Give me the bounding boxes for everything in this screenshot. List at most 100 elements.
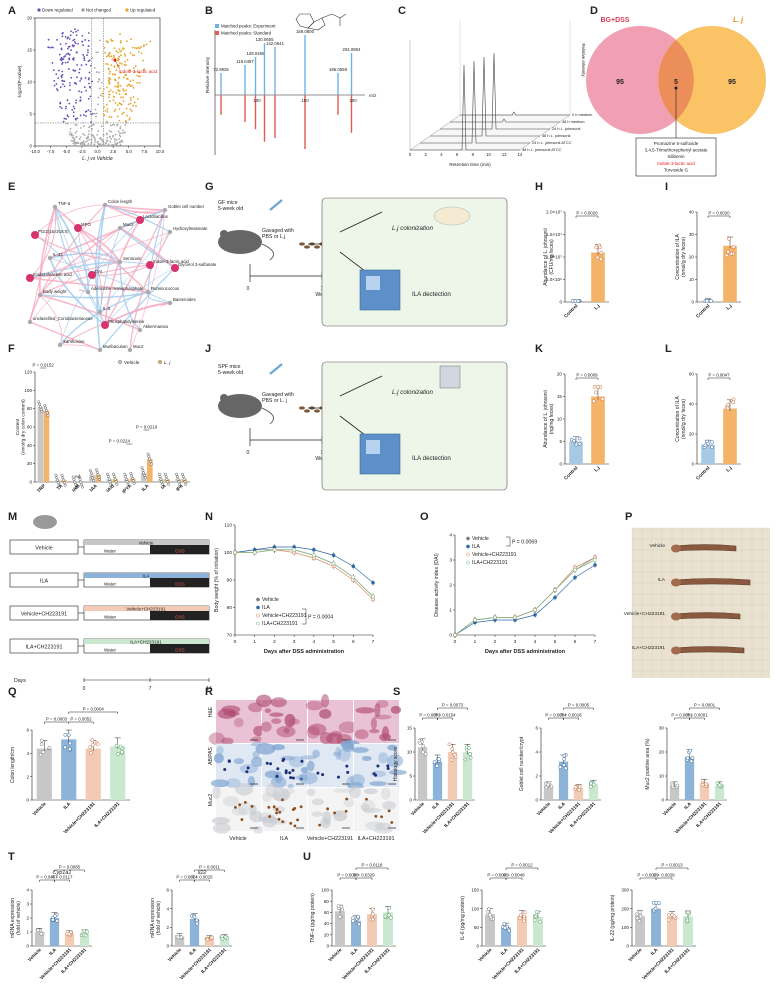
data-point — [592, 384, 597, 389]
chromatogram-trace — [420, 60, 530, 144]
data-point — [116, 86, 118, 88]
network-edge — [54, 206, 149, 293]
data-point — [143, 473, 146, 477]
data-point — [87, 136, 90, 138]
data-point — [72, 134, 75, 137]
data-point — [39, 407, 43, 411]
mouse-ear — [220, 394, 228, 402]
x-tick-label: TA — [56, 483, 65, 492]
data-point — [59, 105, 61, 108]
chromatogram-trace — [460, 111, 570, 116]
y-axis-title: -log10(P-value) — [17, 65, 23, 98]
data-point — [124, 60, 127, 63]
node-label: Colon length — [108, 199, 133, 204]
data-point — [219, 934, 224, 939]
data-point — [118, 137, 121, 140]
data-point — [507, 928, 511, 933]
y-tick-label: 20 — [27, 461, 33, 466]
data-point — [113, 140, 116, 143]
data-point — [71, 109, 74, 111]
days-tick-label: 7 — [149, 686, 152, 692]
trace-label: 0 h medium — [572, 112, 592, 117]
y-tick-label: 20 — [689, 432, 695, 437]
y-tick-label: 4 — [26, 888, 29, 893]
legend-dot — [118, 360, 122, 364]
chart-title: Cyp1a1 — [53, 870, 72, 876]
y-tick-label: 100 — [471, 906, 479, 911]
treatment-bar — [84, 573, 209, 578]
goblet-cell — [282, 757, 286, 761]
tissue-region — [253, 725, 265, 737]
legend-dot — [81, 8, 85, 12]
colon-specimen — [673, 544, 737, 552]
data-point — [518, 913, 523, 918]
x-tick-label: 6 — [456, 152, 459, 157]
data-point — [83, 86, 86, 89]
data-point — [89, 95, 92, 98]
goblet-cell — [275, 774, 279, 778]
x-tick-label: IA — [160, 483, 168, 491]
network-node — [26, 274, 34, 282]
muc2-stain — [278, 810, 282, 814]
data-point — [67, 36, 70, 39]
data-point — [87, 45, 90, 47]
data-point — [544, 785, 549, 790]
data-point — [82, 54, 85, 56]
legend-marker — [256, 597, 260, 602]
p-value: P = 0.0073 — [442, 703, 464, 708]
data-point — [657, 901, 661, 906]
bar — [49, 918, 60, 946]
y-tick-label: 40 — [689, 210, 695, 215]
data-point — [449, 758, 454, 762]
data-point — [132, 104, 134, 107]
data-point — [105, 139, 108, 142]
bar — [85, 748, 101, 800]
data-point — [523, 910, 527, 915]
data-point — [113, 477, 117, 481]
data-point — [73, 57, 75, 59]
data-point — [107, 68, 110, 71]
data-point — [109, 70, 112, 73]
data-point — [69, 133, 71, 136]
x-axis-title: Days after DSS administration — [485, 649, 566, 655]
data-point — [57, 77, 60, 80]
data-point — [106, 121, 109, 124]
bar — [204, 938, 215, 946]
node-label: Hydroxylmalonate — [173, 226, 208, 231]
data-point — [71, 475, 75, 479]
data-point — [577, 784, 582, 789]
data-point — [63, 732, 68, 737]
goblet-cell — [291, 776, 295, 780]
data-point — [370, 907, 375, 912]
data-point — [572, 438, 576, 443]
data-point — [119, 127, 122, 130]
network-node — [97, 347, 103, 353]
nd-label: nd. — [75, 474, 81, 479]
panel-letter-L: L — [665, 343, 672, 355]
series-line — [235, 549, 374, 597]
chromatogram-trace — [410, 64, 520, 151]
data-point — [40, 410, 44, 414]
data-point — [59, 102, 62, 105]
data-point — [122, 90, 125, 92]
group-label: Vehicle+CH223191 — [21, 612, 67, 618]
data-point — [653, 906, 658, 911]
data-point — [118, 93, 121, 96]
data-point — [700, 779, 705, 783]
data-point — [122, 76, 125, 79]
data-point — [160, 480, 164, 484]
data-point — [141, 468, 145, 472]
tissue-region — [251, 736, 266, 743]
node-label: Phosphatidylserine — [108, 319, 145, 324]
mouse-ear — [220, 230, 228, 238]
data-point — [119, 33, 121, 36]
trace-label: 48 h L. johnsonii — [542, 133, 570, 138]
data-point — [125, 121, 128, 124]
tissue-region — [250, 756, 264, 768]
data-point — [127, 103, 130, 106]
tissue-region — [343, 797, 355, 808]
x-tick-label: 4 — [534, 639, 537, 645]
data-point — [66, 733, 71, 737]
